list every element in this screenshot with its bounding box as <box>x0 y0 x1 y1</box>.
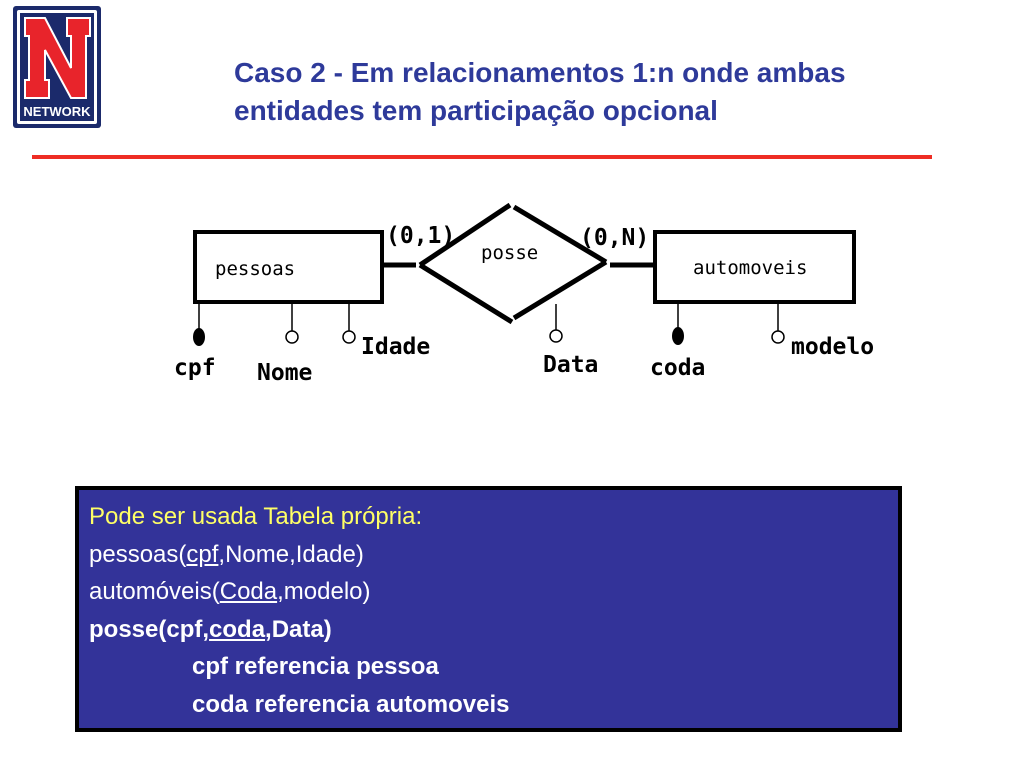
table-pessoas: pessoas(cpf,Nome,Idade) <box>89 536 908 574</box>
table-automoveis-prefix: automóveis( <box>89 578 220 605</box>
table-pessoas-suffix: ,Nome,Idade) <box>218 540 364 568</box>
table-pessoas-prefix: pessoas( <box>89 540 187 568</box>
table-posse-suffix: ,Data) <box>265 615 332 643</box>
er-diagram: pessoas automoveis posse (0,1) (0,N) cpf… <box>174 202 874 386</box>
title-underline <box>32 155 932 159</box>
network-logo: NETWORK <box>13 6 101 128</box>
attribute-cpf: cpf <box>174 302 216 381</box>
attribute-cpf-label: cpf <box>174 355 216 381</box>
attribute-data: Data <box>543 304 598 378</box>
entity-automoveis: automoveis <box>653 230 856 304</box>
table-posse-key: coda <box>209 615 266 643</box>
slide-title: Caso 2 - Em relacionamentos 1:n onde amb… <box>234 54 1004 130</box>
relationship-posse: posse <box>418 202 608 325</box>
table-pessoas-key: cpf <box>186 540 219 568</box>
attribute-modelo-label: modelo <box>791 334 874 360</box>
box-heading: Pode ser usada Tabela própria: <box>89 503 423 530</box>
table-posse-prefix: posse(cpf, <box>89 615 210 643</box>
entity-pessoas: pessoas <box>193 230 384 304</box>
table-automoveis: automóveis(Coda,modelo) <box>89 573 908 611</box>
attribute-coda: coda <box>650 302 705 381</box>
attribute-idade-label: Idade <box>361 334 430 360</box>
entity-automoveis-label: automoveis <box>693 257 807 279</box>
table-automoveis-suffix: ,modelo) <box>277 578 371 605</box>
table-posse: posse(cpf,coda,Data) <box>89 611 908 649</box>
reference-coda: coda referencia automoveis <box>192 690 510 718</box>
cardinality-left: (0,1) <box>386 223 455 249</box>
logo-text: NETWORK <box>23 104 91 119</box>
attribute-nome: Nome <box>257 302 312 386</box>
entity-pessoas-label: pessoas <box>215 258 295 280</box>
table-definition-box: Pode ser usada Tabela própria: pessoas(c… <box>75 486 902 732</box>
attribute-data-label: Data <box>543 352 598 378</box>
attribute-idade: Idade <box>342 302 430 360</box>
cardinality-right: (0,N) <box>580 225 649 251</box>
title-line-2: entidades tem participação opcional <box>234 95 718 126</box>
attribute-nome-label: Nome <box>257 360 312 386</box>
title-line-1: Caso 2 - Em relacionamentos 1:n onde amb… <box>234 57 846 88</box>
reference-cpf: cpf referencia pessoa <box>192 653 439 680</box>
table-automoveis-key: Coda <box>219 578 278 605</box>
attribute-modelo: modelo <box>771 302 874 360</box>
relationship-posse-label: posse <box>481 242 538 264</box>
attribute-coda-label: coda <box>650 355 705 381</box>
